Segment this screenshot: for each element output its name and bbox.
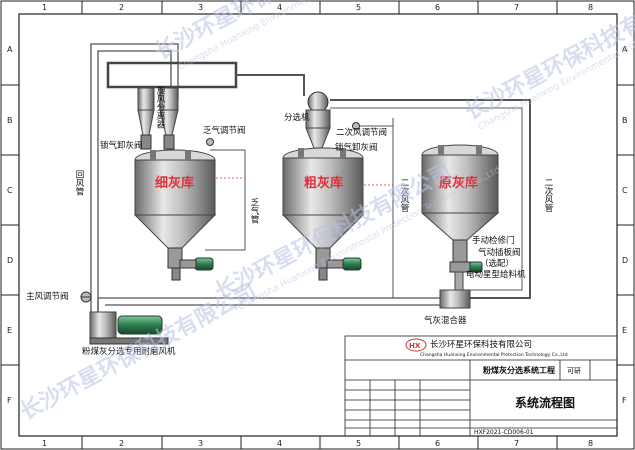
coarse-ash-silo-label: 粗灰库 xyxy=(304,175,343,191)
grid-row-label: D xyxy=(7,256,13,265)
grid-col-label: 7 xyxy=(514,3,519,12)
grid-col-label: 1 xyxy=(42,439,47,448)
fine-ash-silo-label: 细灰库 xyxy=(155,175,194,191)
main-air-valve xyxy=(80,291,92,303)
company-name-en: Changsha Huanxing Environmental Protecti… xyxy=(420,352,568,358)
blower-label: 粉煤灰分选专用耐磨风机 xyxy=(82,346,176,357)
secondary-valve-icon xyxy=(352,122,360,130)
raw-ash-silo xyxy=(420,144,500,263)
return-duct-text: 回风管 xyxy=(74,170,84,196)
company-name-cn: 长沙环星环保科技有限公司 xyxy=(430,339,532,350)
pneumatic-valve-label: 气动插板阀 xyxy=(478,247,521,258)
manual-gate-label: 手动检修门 xyxy=(472,235,515,246)
air-valve-1-label: 乏气调节阀 xyxy=(203,125,246,136)
grid-row-label: A xyxy=(7,45,13,54)
grid-row-label: B xyxy=(7,116,13,125)
grid-col-label: 6 xyxy=(435,439,440,448)
grid-row-label: F xyxy=(7,396,12,405)
air-valve-2-label: 二次风调节阀 xyxy=(336,127,387,138)
lock-valve-1-label: 锁气卸灰阀 xyxy=(100,140,143,151)
exhaust-duct-label: 乏气管 xyxy=(249,198,259,224)
grid-col-label: 4 xyxy=(277,3,282,12)
secondary-duct-2-text: 二次风管 xyxy=(543,178,553,213)
grid-col-label: 7 xyxy=(514,439,519,448)
grid-col-label: 5 xyxy=(356,439,361,448)
gas-ash-mixer xyxy=(439,271,471,309)
title-block xyxy=(344,335,618,437)
grid-row-label: C xyxy=(622,186,628,195)
drawing-number: HXF2021-CD006-01 xyxy=(474,429,534,436)
grid-row-label: B xyxy=(622,116,628,125)
optional-label: （选配） xyxy=(480,258,514,269)
separator-text: 旋风分离器 xyxy=(155,85,165,129)
project-name: 粉煤灰分选系统工程 xyxy=(483,365,555,375)
fine-ash-silo xyxy=(133,149,217,269)
classifier-label: 分选机 xyxy=(284,112,310,123)
secondary-duct-2-label: 二次风管 xyxy=(543,178,553,213)
logo-text: HX xyxy=(409,342,421,350)
grid-col-label: 2 xyxy=(119,3,124,12)
grid-col-label: 2 xyxy=(119,439,124,448)
cyclone-separator xyxy=(137,87,179,150)
grid-col-label: 3 xyxy=(198,3,203,12)
grid-row-label: C xyxy=(7,186,13,195)
grid-col-label: 6 xyxy=(435,3,440,12)
grid-col-label: 3 xyxy=(198,439,203,448)
grid-col-label: 8 xyxy=(588,439,593,448)
grid-col-label: 5 xyxy=(356,3,361,12)
grid-row-label: D xyxy=(622,256,628,265)
wear-resistant-blower xyxy=(89,311,169,345)
lock-valve-2-label: 锁气卸灰阀 xyxy=(335,142,378,153)
grid-rows-left: A B C D E F xyxy=(1,45,19,405)
duct-network xyxy=(90,43,531,312)
exhaust-duct-text: 乏气管 xyxy=(249,198,259,224)
title-block-logo: HX xyxy=(405,338,427,352)
mixer-label: 气灰混合器 xyxy=(424,315,467,326)
grid-columns-top: 1 2 3 4 5 6 7 8 xyxy=(42,1,593,14)
coarse-ash-silo xyxy=(281,147,365,269)
grid-row-label: E xyxy=(622,326,627,335)
grid-row-label: F xyxy=(622,396,627,405)
grid-col-label: 1 xyxy=(42,3,47,12)
classifier-unit xyxy=(305,91,331,149)
grid-row-label: E xyxy=(7,326,12,335)
coarse-tank-feeder xyxy=(318,257,362,281)
secondary-duct-1-label: 二次风管 xyxy=(399,178,409,213)
grid-row-label: A xyxy=(622,45,628,54)
design-stage: 可研 xyxy=(567,367,581,375)
exhaust-valve-icon xyxy=(206,138,214,146)
grid-col-label: 4 xyxy=(277,439,282,448)
return-duct-label: 回风管 xyxy=(74,170,84,196)
grid-rows-right: A B C D E F xyxy=(617,45,634,405)
drawing-title: 系统流程图 xyxy=(515,395,575,410)
fine-tank-feeder xyxy=(171,257,214,281)
raw-tank-feeder xyxy=(449,261,483,273)
grid-col-label: 8 xyxy=(588,3,593,12)
separator-label: 旋风分离器 xyxy=(155,85,165,129)
raw-ash-silo-label: 原灰库 xyxy=(439,175,478,191)
main-valve-label: 主风调节阀 xyxy=(26,291,69,302)
electric-feeder-label: 电动星型给料机 xyxy=(466,269,526,280)
grid-columns-bottom: 1 2 3 4 5 6 7 8 xyxy=(42,436,593,449)
secondary-duct-1-text: 二次风管 xyxy=(399,178,409,213)
